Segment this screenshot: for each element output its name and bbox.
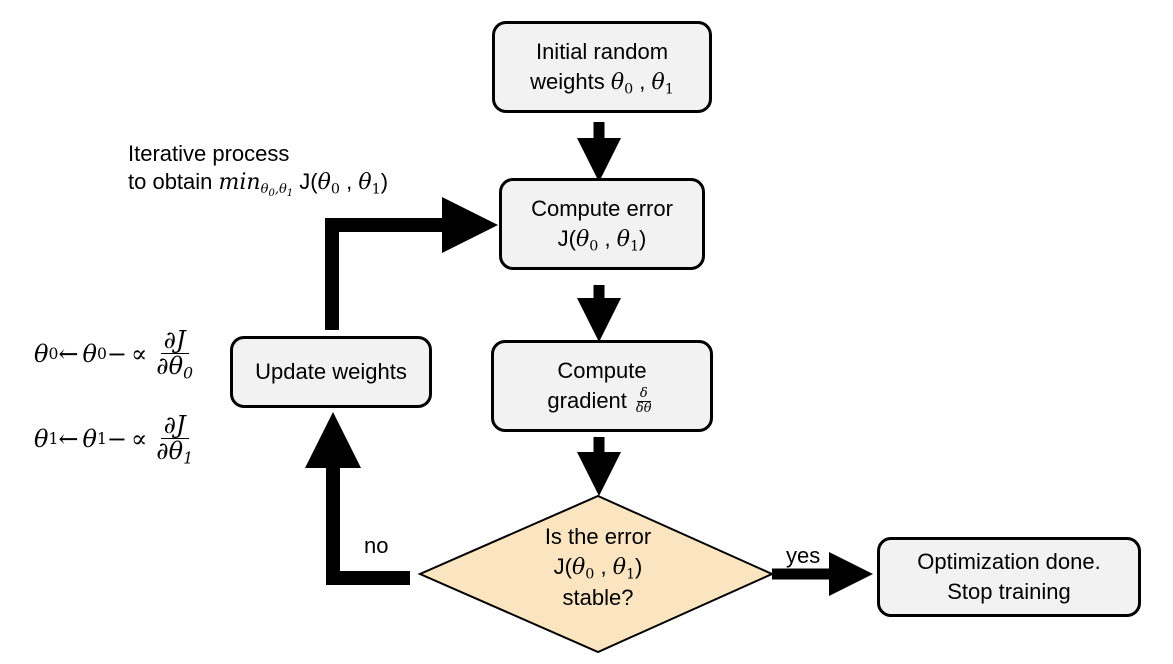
node-initial-weights: Initial random weights θ0 , θ1 [492, 21, 712, 113]
node-compute-error-formula: J(θ0 , θ1) [557, 225, 647, 254]
node-compute-gradient-line2: gradient [547, 388, 627, 413]
partial-fraction-theta0: ∂J ∂θ0 [156, 326, 193, 383]
node-compute-error: Compute error J(θ0 , θ1) [499, 178, 705, 270]
label-yes: yes [786, 543, 821, 568]
node-compute-gradient-line1: Compute [557, 358, 647, 383]
node-optimization-done-line1: Optimization done. [917, 549, 1101, 574]
node-optimization-done: Optimization done. Stop training [877, 537, 1141, 617]
node-initial-weights-line2: weights [530, 68, 605, 94]
node-decision-line1: Is the error [544, 524, 652, 549]
node-decision-line3: stable? [562, 585, 634, 610]
node-compute-error-line1: Compute error [531, 195, 673, 221]
partial-fraction-theta1: ∂J ∂θ1 [156, 411, 193, 468]
node-compute-gradient: Compute gradient δ δθ [491, 340, 713, 432]
node-update-weights: Update weights [230, 336, 432, 408]
node-decision: Is the error J(θ0 , θ1) stable? [508, 522, 688, 613]
gradient-fraction: δ δθ [635, 385, 652, 416]
arrow-no [305, 412, 410, 585]
label-iterative-process: Iterative process to obtain minθ0,θ1 J(θ… [128, 141, 389, 199]
node-update-weights-label: Update weights [255, 359, 407, 384]
label-no: no [364, 533, 389, 558]
arrow-update-to-error [325, 197, 498, 330]
node-decision-formula: J(θ0 , θ1) [553, 554, 643, 583]
node-optimization-done-line2: Stop training [947, 579, 1071, 604]
decision-diamond [417, 494, 775, 654]
node-initial-weights-line1: Initial random [535, 38, 669, 64]
